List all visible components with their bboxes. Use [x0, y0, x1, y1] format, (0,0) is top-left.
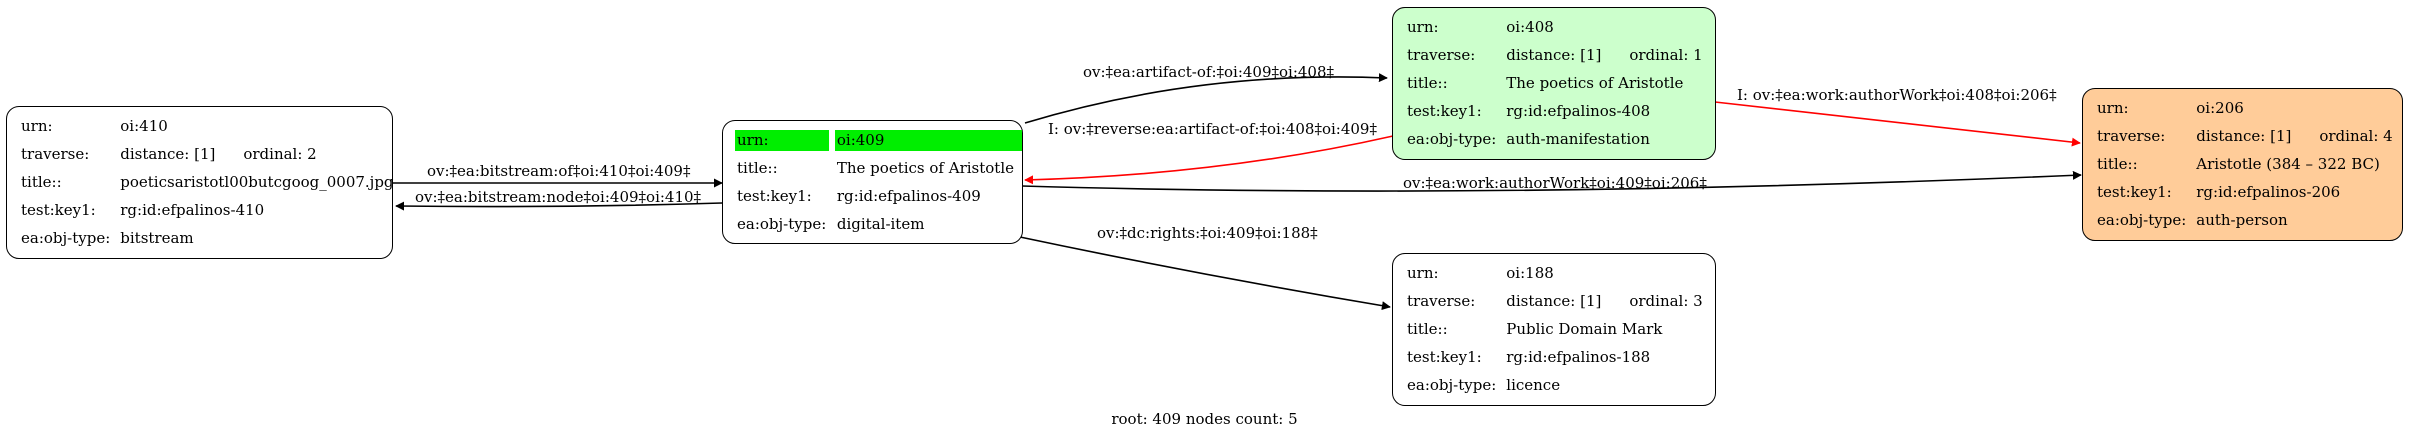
testkey-key: test:key1: — [1407, 348, 1482, 366]
urn-key: urn: — [2097, 99, 2129, 117]
edge-artifact-of — [1024, 73, 1388, 124]
edge-reverse-artifact-of — [1024, 135, 1394, 185]
edge-label-rights: ov:‡dc:rights:‡oi:409‡oi:188‡ — [1097, 224, 1318, 242]
testkey-value: rg:id:efpalinos-410 — [120, 201, 265, 219]
urn-key: urn: — [21, 117, 53, 135]
objtype-value: auth-person — [2196, 211, 2288, 229]
edge-label-bitstream-node: ov:‡ea:bitstream:node‡oi:409‡oi:410‡ — [415, 188, 702, 206]
objtype-value: licence — [1506, 376, 1561, 394]
title-key: title:: — [737, 159, 778, 177]
ordinal-value: ordinal: 4 — [2319, 127, 2393, 145]
footer-count: nodes count: 5 — [1185, 410, 1298, 428]
urn-value: oi:188 — [1506, 264, 1554, 282]
distance-value: distance: [1] — [2196, 127, 2292, 145]
footer-root: root: 409 — [1111, 410, 1182, 428]
node-oi-410[interactable]: urn: oi:410 traverse: distance: [1] ordinal… — [6, 106, 394, 259]
edge-authorwork-408-206 — [1714, 101, 2081, 147]
traverse-key: traverse: — [21, 145, 90, 163]
title-key: title:: — [2097, 155, 2138, 173]
edge-label-reverse-artifact-of: I: ov:‡reverse:ea:artifact-of:‡oi:408‡oi… — [1048, 120, 1377, 138]
edge-rights — [1019, 236, 1391, 311]
edge-label-authorwork-408-206: I: ov:‡ea:work:authorWork‡oi:408‡oi:206‡ — [1737, 86, 2057, 104]
traverse-key: traverse: — [1407, 46, 1476, 64]
testkey-key: test:key1: — [2097, 183, 2172, 201]
ordinal-value: ordinal: 2 — [243, 145, 317, 163]
urn-value: oi:410 — [120, 117, 168, 135]
edge-authorwork-409-206 — [1021, 170, 2082, 192]
ordinal-value: ordinal: 3 — [1629, 292, 1703, 310]
node-oi-408[interactable]: urn: oi:408 traverse: distance: [1] ordinal… — [1392, 7, 1716, 160]
testkey-key: test:key1: — [737, 187, 812, 205]
edge-label-bitstream-of: ov:‡ea:bitstream:of‡oi:410‡oi:409‡ — [427, 162, 691, 180]
traverse-key: traverse: — [1407, 292, 1476, 310]
urn-value: oi:409 — [834, 130, 1022, 151]
title-value: poeticsaristotl00butcgoog_0007.jpg — [120, 173, 394, 191]
objtype-key: ea:obj-type: — [1407, 376, 1497, 394]
title-key: title:: — [21, 173, 62, 191]
testkey-value: rg:id:efpalinos-409 — [836, 187, 981, 205]
urn-key: urn: — [1407, 18, 1439, 36]
title-value: The poetics of Aristotle — [836, 159, 1014, 177]
distance-value: distance: [1] — [1506, 46, 1602, 64]
urn-value: oi:206 — [2196, 99, 2244, 117]
objtype-key: ea:obj-type: — [1407, 130, 1497, 148]
testkey-value: rg:id:efpalinos-206 — [2196, 183, 2341, 201]
title-value: Aristotle (384 – 322 BC) — [2196, 155, 2380, 173]
distance-value: distance: [1] — [120, 145, 216, 163]
title-key: title:: — [1407, 74, 1448, 92]
objtype-value: auth-manifestation — [1506, 130, 1650, 148]
graph-footer: root: 409 nodes count: 5 — [0, 410, 2409, 428]
distance-value: distance: [1] — [1506, 292, 1602, 310]
node-oi-206[interactable]: urn: oi:206 traverse: distance: [1] ordinal… — [2082, 88, 2403, 241]
testkey-value: rg:id:efpalinos-188 — [1506, 348, 1651, 366]
urn-key: urn: — [1407, 264, 1439, 282]
node-oi-409[interactable]: urn:oi:409 title::The poetics of Aristot… — [722, 120, 1023, 244]
objtype-key: ea:obj-type: — [2097, 211, 2187, 229]
objtype-key: ea:obj-type: — [21, 229, 111, 247]
objtype-key: ea:obj-type: — [737, 215, 827, 233]
edge-bitstream-node — [395, 201, 723, 211]
urn-value: oi:408 — [1506, 18, 1554, 36]
objtype-value: bitstream — [120, 229, 194, 247]
title-key: title:: — [1407, 320, 1448, 338]
urn-key: urn: — [735, 130, 835, 151]
testkey-value: rg:id:efpalinos-408 — [1506, 102, 1651, 120]
edge-label-artifact-of: ov:‡ea:artifact-of:‡oi:409‡oi:408‡ — [1083, 63, 1335, 81]
node-oi-188[interactable]: urn: oi:188 traverse: distance: [1] ordinal… — [1392, 253, 1716, 406]
ordinal-value: ordinal: 1 — [1629, 46, 1703, 64]
edge-label-authorwork-409-206: ov:‡ea:work:authorWork‡oi:409‡oi:206‡ — [1403, 174, 1707, 192]
testkey-key: test:key1: — [21, 201, 96, 219]
objtype-value: digital-item — [836, 215, 925, 233]
testkey-key: test:key1: — [1407, 102, 1482, 120]
title-value: Public Domain Mark — [1506, 320, 1663, 338]
title-value: The poetics of Aristotle — [1506, 74, 1684, 92]
traverse-key: traverse: — [2097, 127, 2166, 145]
